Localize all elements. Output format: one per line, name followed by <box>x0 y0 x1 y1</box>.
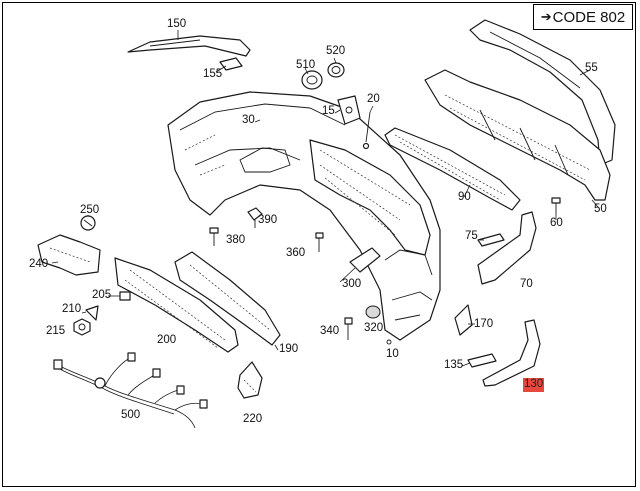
part-340-bolt[interactable] <box>344 317 353 340</box>
part-205-bolt[interactable] <box>119 291 131 301</box>
diagram-frame <box>2 2 636 487</box>
label-500[interactable]: 500 <box>121 409 141 421</box>
part-215-nut[interactable] <box>73 318 91 336</box>
label-300[interactable]: 300 <box>342 278 362 290</box>
part-75-bracket[interactable] <box>477 233 505 247</box>
label-210[interactable]: 210 <box>62 303 82 315</box>
label-190[interactable]: 190 <box>279 343 299 355</box>
part-20-rod[interactable] <box>362 111 371 150</box>
leader-lines <box>51 30 599 367</box>
label-510[interactable]: 510 <box>296 59 316 71</box>
part-70-side-strip[interactable] <box>477 211 537 285</box>
label-70[interactable]: 70 <box>520 278 533 290</box>
label-75[interactable]: 75 <box>465 230 478 242</box>
part-360-bolt[interactable] <box>315 232 324 252</box>
part-240-side-bracket[interactable] <box>37 234 101 276</box>
label-390[interactable]: 390 <box>258 214 278 226</box>
label-55[interactable]: 55 <box>585 62 598 74</box>
label-200[interactable]: 200 <box>157 334 177 346</box>
label-215[interactable]: 215 <box>46 325 66 337</box>
part-380-bolt[interactable] <box>209 227 219 246</box>
part-320-plug[interactable] <box>365 305 381 319</box>
label-150[interactable]: 150 <box>167 18 187 30</box>
label-520[interactable]: 520 <box>326 45 346 57</box>
label-205[interactable]: 205 <box>92 289 112 301</box>
part-15-mount-bracket[interactable] <box>337 95 361 125</box>
label-60[interactable]: 60 <box>550 217 563 229</box>
part-90-diffuser-grille[interactable] <box>384 127 521 211</box>
part-390-clip[interactable] <box>247 207 263 228</box>
label-320[interactable]: 320 <box>364 322 384 334</box>
part-220-mount[interactable] <box>237 361 263 399</box>
label-130[interactable]: 130 <box>523 378 545 392</box>
part-60-screw[interactable] <box>551 197 561 214</box>
label-170[interactable]: 170 <box>474 318 494 330</box>
part-250-clip[interactable] <box>80 215 96 231</box>
part-520-ring[interactable] <box>327 62 345 78</box>
label-360[interactable]: 360 <box>286 247 306 259</box>
part-130-side-strip[interactable] <box>482 319 541 387</box>
part-150-trim-strip[interactable] <box>127 35 251 57</box>
label-15[interactable]: 15 <box>322 105 335 117</box>
label-10[interactable]: 10 <box>386 348 399 360</box>
part-210-washer[interactable] <box>85 305 99 321</box>
code-label: CODE 802 <box>552 8 626 26</box>
part-10-lower-corner <box>386 339 392 345</box>
part-30-inner-rail <box>309 139 431 256</box>
label-20[interactable]: 20 <box>367 93 380 105</box>
label-220[interactable]: 220 <box>243 413 263 425</box>
label-30[interactable]: 30 <box>242 114 255 126</box>
part-510-sensor[interactable] <box>301 70 323 90</box>
part-190-support-rail[interactable] <box>174 251 281 346</box>
label-135[interactable]: 135 <box>444 359 464 371</box>
part-170-flap[interactable] <box>454 304 473 336</box>
label-90[interactable]: 90 <box>458 191 471 203</box>
code-802-badge: ➔ CODE 802 <box>533 4 633 30</box>
label-340[interactable]: 340 <box>320 325 340 337</box>
label-250[interactable]: 250 <box>80 204 100 216</box>
arrow-right-icon: ➔ <box>540 9 552 24</box>
part-30-bumper-cover[interactable] <box>167 91 441 341</box>
part-200-absorber[interactable] <box>114 257 239 353</box>
label-240[interactable]: 240 <box>29 258 49 270</box>
label-155[interactable]: 155 <box>203 68 223 80</box>
part-135-bracket[interactable] <box>467 353 497 368</box>
part-50-lower-diffuser[interactable] <box>424 69 611 201</box>
part-155-clip[interactable] <box>219 57 243 71</box>
part-500-wiring-harness[interactable] <box>53 352 208 429</box>
label-50[interactable]: 50 <box>594 203 607 215</box>
part-300-bracket[interactable] <box>349 247 381 273</box>
label-380[interactable]: 380 <box>226 234 246 246</box>
